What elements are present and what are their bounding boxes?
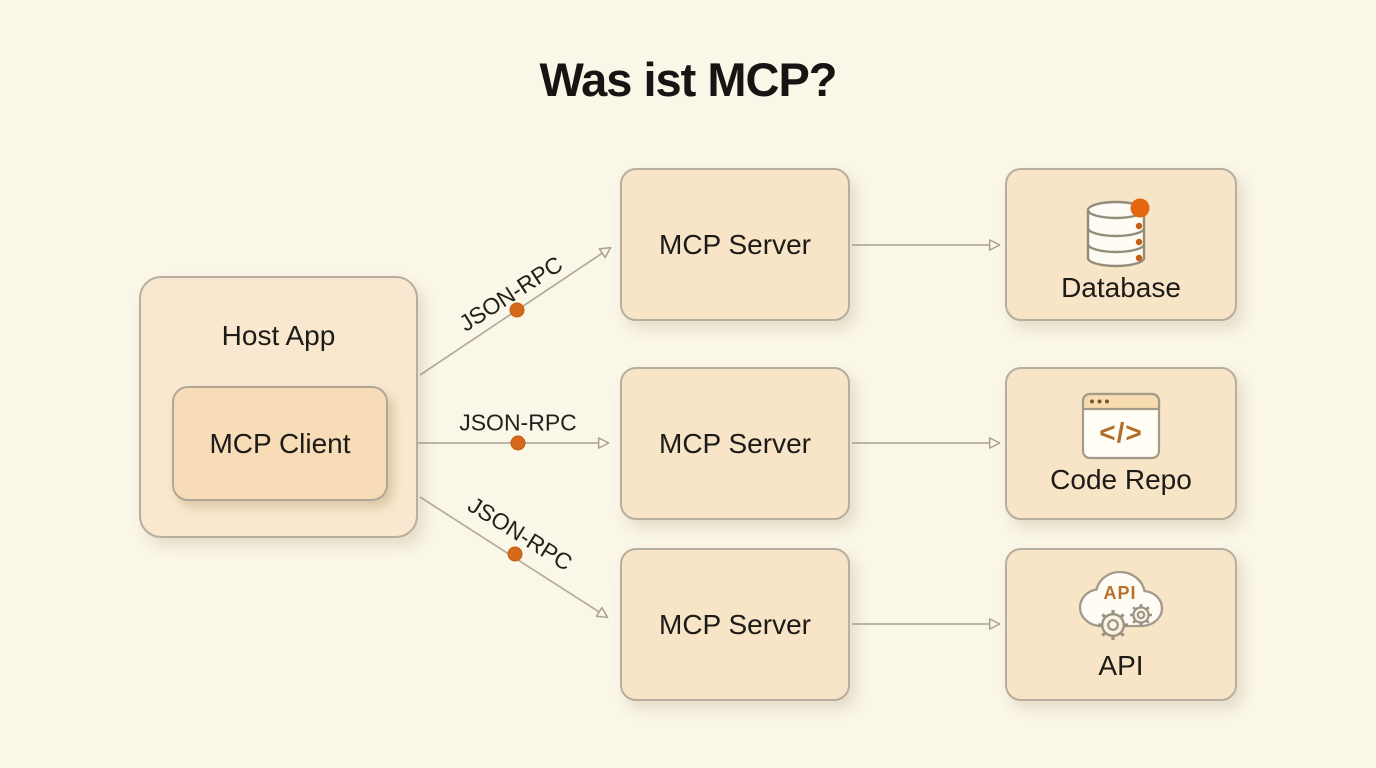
host-app-label: Host App (221, 320, 336, 351)
rpc-dot-2 (510, 435, 526, 451)
mcp-server-box-2: MCP Server (620, 367, 850, 520)
status-dot (1130, 198, 1150, 217)
code-repo-label: Code Repo (1050, 463, 1192, 495)
mcp-server-label: MCP Server (659, 427, 811, 459)
gear-large-icon (1098, 609, 1128, 640)
mcp-server-box-3: MCP Server (620, 548, 850, 701)
rpc-dot-3 (507, 546, 523, 562)
mcp-server-box-1: MCP Server (620, 168, 850, 321)
api-label: API (1098, 649, 1144, 681)
database-icon (1086, 198, 1150, 267)
mcp-server-label: MCP Server (659, 228, 811, 260)
mcp-client-box: MCP Client (172, 386, 388, 501)
connection-label-2: JSON-RPC (459, 409, 577, 436)
rpc-dot-1 (509, 302, 525, 318)
mcp-client-label: MCP Client (209, 427, 351, 459)
api-box: API API (1005, 548, 1237, 701)
api-cloud-icon: API (1078, 570, 1164, 640)
code-repo-icon: </> (1081, 392, 1161, 459)
database-label: Database (1061, 271, 1181, 303)
code-repo-box: </> Code Repo (1005, 367, 1237, 520)
host-app-box: Host App MCP Client (139, 276, 418, 538)
mcp-server-label: MCP Server (659, 608, 811, 640)
page-title: Was ist MCP? (539, 53, 837, 106)
gear-small-icon (1130, 603, 1152, 626)
api-glyph: API (1103, 583, 1136, 603)
database-box: Database (1005, 168, 1237, 321)
code-glyph: </> (1099, 417, 1142, 448)
